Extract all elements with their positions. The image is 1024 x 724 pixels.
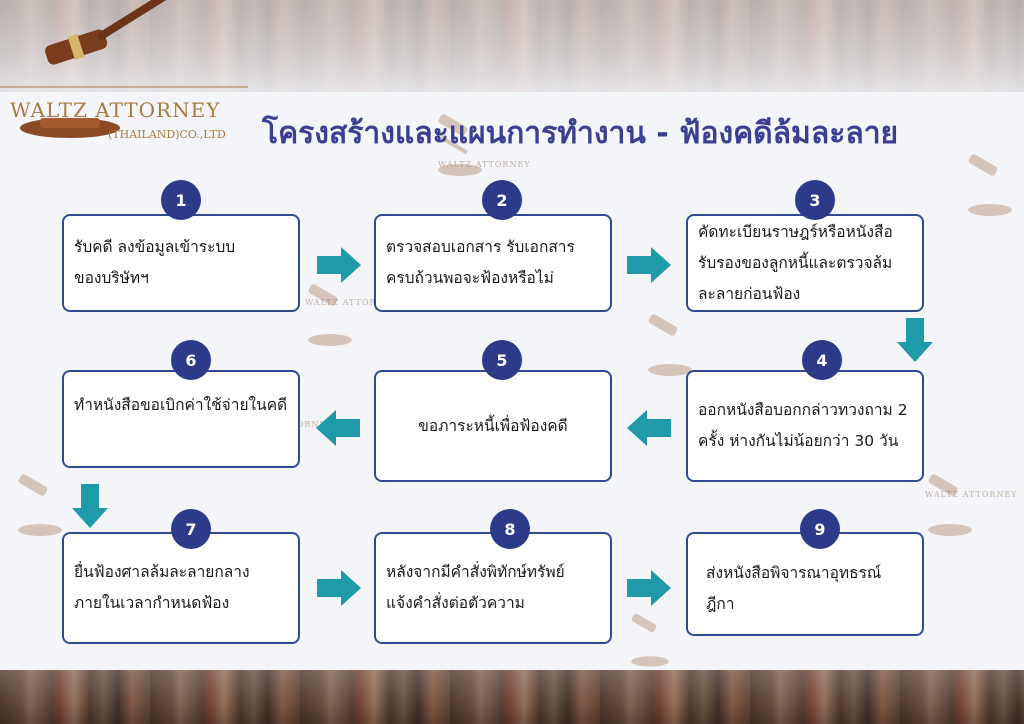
step-box-1: รับคดี ลงข้อมูลเข้าระบบของบริษัทฯ bbox=[62, 214, 300, 312]
step-number-badge-8: 8 bbox=[490, 509, 530, 549]
step-box-8: หลังจากมีคำสั่งพิทักษ์ทรัพย์แจ้งคำสั่งต่… bbox=[374, 532, 612, 644]
arrow-down-icon bbox=[72, 484, 108, 528]
step-box-3: คัดทะเบียนราษฎร์หรือหนังสือรับรองของลูกห… bbox=[686, 214, 924, 312]
step-number-badge-9: 9 bbox=[800, 509, 840, 549]
watermark-text: WALTZ ATTORNEY bbox=[925, 490, 1018, 499]
step-2-line-1: ตรวจสอบเอกสาร รับเอกสาร bbox=[386, 238, 575, 256]
step-7-line-2: ภายในเวลากำหนดฟ้อง bbox=[74, 594, 230, 612]
step-6-line-1: ทำหนังสือขอเบิกค่าใช้จ่ายในคดี bbox=[74, 396, 288, 414]
gavel-watermark-icon bbox=[308, 284, 352, 346]
arrow-right-icon bbox=[627, 570, 671, 606]
step-4-line-1: ออกหนังสือบอกกล่าวทวงถาม 2 bbox=[698, 401, 908, 419]
step-7-line-1: ยื่นฟ้องศาลล้มละลายกลาง bbox=[74, 563, 250, 581]
step-1-line-1: รับคดี ลงข้อมูลเข้าระบบ bbox=[74, 238, 236, 256]
step-box-4: ออกหนังสือบอกกล่าวทวงถาม 2 ครั้ง ห่างกันไ… bbox=[686, 370, 924, 482]
background-fade bbox=[0, 0, 1024, 92]
step-2-line-2: ครบถ้วนพอจะฟ้องหรือไม่ bbox=[386, 269, 554, 287]
brand-name: WALTZ ATTORNEY bbox=[10, 98, 221, 122]
step-number-badge-1: 1 bbox=[161, 180, 201, 220]
step-number-badge-7: 7 bbox=[171, 509, 211, 549]
watermark-text: WALTZ ATTORNEY bbox=[438, 160, 531, 169]
gavel-watermark-icon bbox=[18, 474, 62, 536]
step-number-badge-5: 5 bbox=[482, 340, 522, 380]
step-box-7: ยื่นฟ้องศาลล้มละลายกลางภายในเวลากำหนดฟ้อ… bbox=[62, 532, 300, 644]
step-number-badge-3: 3 bbox=[795, 180, 835, 220]
step-8-line-2: แจ้งคำสั่งต่อตัวความ bbox=[386, 594, 525, 612]
gavel-watermark-icon bbox=[928, 474, 972, 536]
arrow-right-icon bbox=[317, 247, 361, 283]
step-number-badge-2: 2 bbox=[482, 180, 522, 220]
arrow-down-icon bbox=[897, 318, 933, 362]
step-3-line-2: รับรองของลูกหนี้และตรวจล้ม bbox=[698, 253, 893, 272]
company-logo: WALTZ ATTORNEY (THAILAND)CO.,LTD bbox=[0, 0, 250, 160]
step-number-badge-6: 6 bbox=[171, 340, 211, 380]
gavel-watermark-icon bbox=[631, 613, 669, 667]
arrow-left-icon bbox=[627, 410, 671, 446]
step-3-line-3: ละลายก่อนฟ้อง bbox=[698, 284, 801, 303]
step-8-line-1: หลังจากมีคำสั่งพิทักษ์ทรัพย์ bbox=[386, 563, 565, 581]
arrow-right-icon bbox=[317, 570, 361, 606]
step-box-5: ขอภาระหนี้เพื่อฟ้องคดี bbox=[374, 370, 612, 482]
gavel-watermark-icon bbox=[648, 314, 692, 376]
watermark-text: WALTZ ATTORNEY bbox=[305, 298, 398, 307]
step-9-line-1: ส่งหนังสือพิจารณาอุทธรณ์ ฎีกา bbox=[706, 564, 882, 613]
step-4-line-2: ครั้ง ห่างกันไม่น้อยกว่า 30 วัน bbox=[698, 432, 899, 450]
step-1-line-2: ของบริษัทฯ bbox=[74, 269, 149, 287]
step-5-line-1: ขอภาระหนี้เพื่อฟ้องคดี bbox=[418, 416, 568, 435]
arrow-right-icon bbox=[627, 247, 671, 283]
gavel-watermark-icon bbox=[438, 114, 482, 176]
gavel-watermark-icon bbox=[968, 154, 1012, 216]
background-bookshelf-bottom bbox=[0, 670, 1024, 724]
step-3-line-1: คัดทะเบียนราษฎร์หรือหนังสือ bbox=[698, 222, 893, 241]
step-number-badge-4: 4 bbox=[802, 340, 842, 380]
step-box-9: ส่งหนังสือพิจารณาอุทธรณ์ ฎีกา bbox=[686, 532, 924, 636]
page-title: โครงสร้างและแผนการทำงาน - ฟ้องคดีล้มละลา… bbox=[262, 116, 899, 151]
arrow-left-icon bbox=[316, 410, 360, 446]
gavel-icon bbox=[0, 0, 248, 138]
step-box-2: ตรวจสอบเอกสาร รับเอกสารครบถ้วนพอจะฟ้องหร… bbox=[374, 214, 612, 312]
step-box-6: ทำหนังสือขอเบิกค่าใช้จ่ายในคดี bbox=[62, 370, 300, 468]
brand-subtitle: (THAILAND)CO.,LTD bbox=[108, 128, 226, 141]
